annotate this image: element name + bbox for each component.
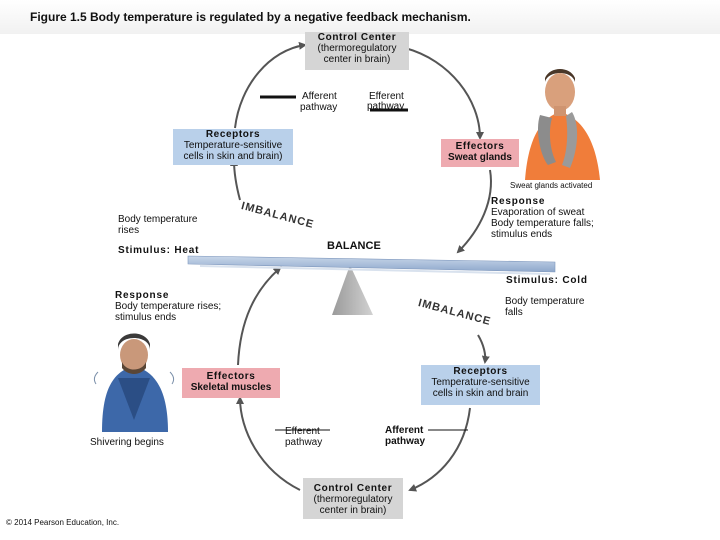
top-receptors-desc1: Temperature-sensitive — [183, 140, 283, 151]
bottom-effectors-box: Effectors Skeletal muscles — [182, 368, 280, 398]
body-temp-falls-2: falls — [505, 307, 523, 318]
top-arc-receptors-to-control — [234, 41, 307, 129]
top-control-center-box: Control Center (thermoregulatory center … — [305, 32, 409, 70]
body-temp-rises-2: rises — [118, 225, 140, 236]
bottom-arc-control-to-effectors — [236, 396, 301, 491]
top-response-line2: Body temperature falls; — [491, 218, 594, 229]
top-afferent-label-2: pathway — [300, 102, 338, 113]
top-effectors-box: Effectors Sweat glands — [441, 139, 519, 167]
bottom-arc-effectors-to-balance — [237, 266, 282, 366]
bottom-response-title: Response — [115, 290, 170, 301]
top-response-title: Response — [491, 196, 546, 207]
copyright: © 2014 Pearson Education, Inc. — [6, 518, 120, 527]
top-efferent-label-1: Efferent — [369, 91, 404, 102]
body-temp-falls-1: Body temperature — [505, 296, 585, 307]
bottom-receptors-title: Receptors — [453, 366, 508, 377]
bottom-efferent-label-1: Efferent — [285, 426, 320, 437]
bottom-response-line2: stimulus ends — [115, 312, 177, 323]
bottom-afferent-label-2: pathway — [385, 436, 426, 447]
bottom-arc-receptors-to-control — [408, 407, 471, 492]
bottom-control-center-box: Control Center (thermoregulatory center … — [303, 478, 403, 519]
stimulus-heat: Stimulus: Heat — [118, 245, 200, 256]
bottom-arc-imbalance-to-receptors — [477, 334, 490, 364]
bottom-response-line1: Body temperature rises; — [115, 301, 222, 312]
seesaw-shadow — [199, 265, 551, 275]
stimulus-cold: Stimulus: Cold — [506, 275, 588, 286]
top-arc-control-to-effectors — [404, 47, 484, 140]
top-arc-effectors-to-balance — [456, 169, 492, 254]
top-effectors-title: Effectors — [455, 141, 505, 152]
top-receptors-title: Receptors — [205, 129, 261, 140]
bottom-control-center-desc1: (thermoregulatory — [313, 494, 393, 505]
top-control-center-desc1: (thermoregulatory — [317, 43, 397, 54]
balance-label: BALANCE — [327, 240, 381, 252]
bottom-effectors-desc: Skeletal muscles — [190, 382, 272, 393]
bottom-effectors-title: Effectors — [206, 371, 256, 382]
bottom-afferent-label-1: Afferent — [385, 425, 424, 436]
bottom-control-center-desc2: center in brain) — [319, 505, 387, 516]
top-effectors-desc: Sweat glands — [448, 152, 512, 163]
man-shivering-illustration — [93, 333, 175, 432]
bottom-control-center-title: Control Center — [313, 483, 393, 494]
seesaw-fulcrum — [332, 265, 373, 315]
bottom-receptors-desc1: Temperature-sensitive — [431, 377, 530, 388]
top-afferent-label-1: Afferent — [302, 91, 337, 102]
top-receptors-desc2: cells in skin and brain) — [183, 151, 283, 162]
bottom-receptors-box: Receptors Temperature-sensitive cells in… — [421, 365, 540, 405]
figure-title: Figure 1.5 Body temperature is regulated… — [30, 10, 471, 24]
top-control-center-title: Control Center — [317, 32, 397, 43]
title-bar — [0, 0, 720, 34]
sweat-glands-activated: Sweat glands activated — [510, 181, 593, 190]
shivering-begins: Shivering begins — [90, 437, 164, 448]
bottom-efferent-label-2: pathway — [285, 437, 323, 448]
man-sweating-illustration — [525, 69, 600, 180]
top-receptors-box: Receptors Temperature-sensitive cells in… — [173, 129, 293, 165]
body-temp-rises-1: Body temperature — [118, 214, 198, 225]
top-control-center-desc2: center in brain) — [323, 54, 391, 65]
top-arc-imbalance-to-receptors — [230, 158, 241, 201]
top-response-line3: stimulus ends — [491, 229, 553, 240]
top-response-line1: Evaporation of sweat — [491, 207, 585, 218]
bottom-receptors-desc2: cells in skin and brain — [432, 388, 529, 399]
seesaw-beam — [187, 255, 556, 273]
top-efferent-label-2: pathway — [367, 101, 405, 112]
